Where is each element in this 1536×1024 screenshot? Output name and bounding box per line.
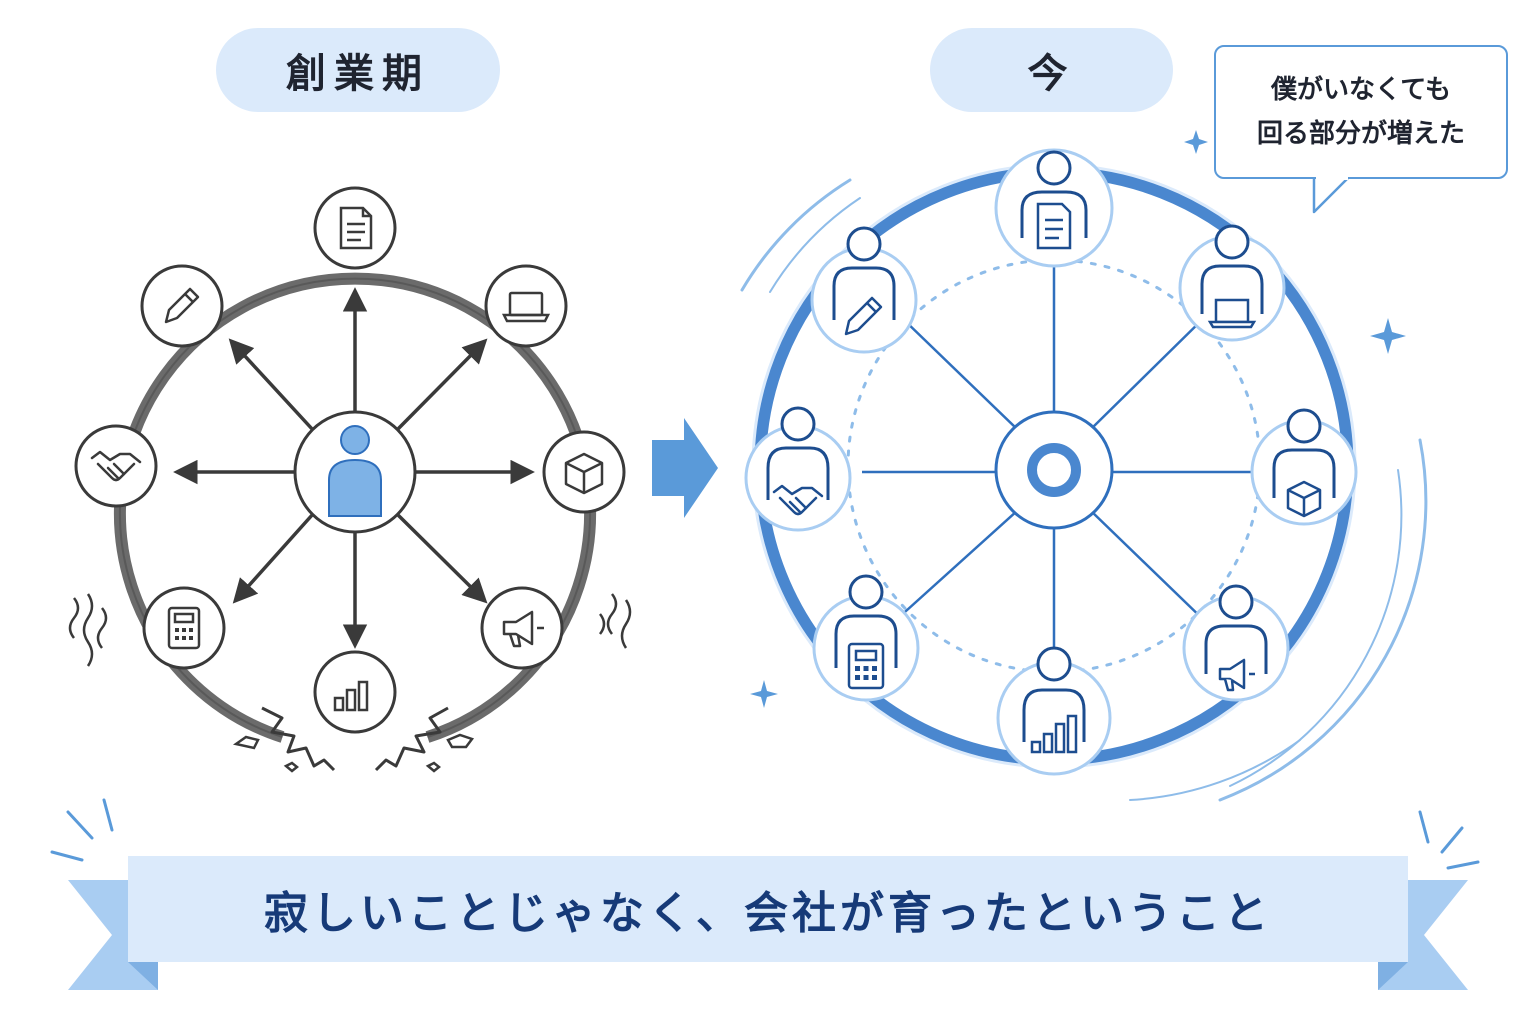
handshake-icon <box>772 484 824 516</box>
laptop-icon <box>1207 298 1257 329</box>
shake-lines-right <box>598 593 632 649</box>
banner-message: 寂しいことじゃなく、会社が育ったということ <box>264 888 1272 939</box>
left-node-calculator <box>142 586 226 670</box>
left-node-handshake <box>74 424 158 508</box>
team-node-laptop <box>1178 224 1286 342</box>
sparkle-lines-left <box>50 798 114 862</box>
hub-ring-icon <box>1027 443 1081 497</box>
shake-lines-left <box>68 593 108 667</box>
speech-bubble-tail <box>1312 174 1352 214</box>
team-node-calculator <box>812 574 920 702</box>
box-icon <box>564 452 604 495</box>
team-node-chart <box>996 646 1112 776</box>
pencil-icon <box>164 287 200 324</box>
box-icon <box>1286 480 1322 518</box>
person-icon <box>766 406 830 500</box>
hub-node <box>994 410 1114 530</box>
current-period-label: 今 <box>930 28 1173 112</box>
transition-arrow <box>652 418 718 518</box>
current-diagram <box>740 130 1428 802</box>
sparkle-icons <box>750 130 1406 708</box>
bar-chart-icon <box>333 680 369 712</box>
ribbon-banner <box>68 856 1468 990</box>
bar-chart-icon <box>1030 714 1078 754</box>
team-node-megaphone <box>1182 584 1290 702</box>
megaphone-icon <box>1218 658 1255 692</box>
spokes <box>862 242 1254 658</box>
left-node-chart <box>313 650 397 734</box>
left-node-laptop <box>484 264 568 348</box>
person-icon <box>1204 584 1268 674</box>
person-icon <box>1272 408 1336 498</box>
sparkle-lines-right <box>1418 810 1480 870</box>
team-node-handshake <box>744 406 852 532</box>
speech-bubble: 僕がいなくても 回る部分が増えた <box>1214 45 1508 179</box>
team-node-document <box>994 148 1114 268</box>
document-icon <box>1036 202 1072 250</box>
left-outer-ring <box>114 272 596 743</box>
left-node-pencil <box>140 264 224 348</box>
left-node-document <box>313 186 397 270</box>
pencil-icon <box>844 296 883 336</box>
founding-period-label: 創業期 <box>216 28 500 112</box>
left-node-megaphone <box>480 586 564 670</box>
ring-crack <box>261 706 336 772</box>
founder-person-icon <box>340 425 370 455</box>
founder-node <box>293 410 417 534</box>
document-icon <box>339 206 373 250</box>
megaphone-icon <box>502 610 544 648</box>
speech-bubble-line-1: 僕がいなくても <box>1271 75 1451 105</box>
left-node-box <box>542 430 626 514</box>
bubble-tail-joint <box>1316 174 1348 180</box>
calculator-icon <box>167 606 201 650</box>
speech-bubble-line-2: 回る部分が増えた <box>1256 119 1465 149</box>
team-node-pencil <box>810 226 918 354</box>
motion-swooshes <box>740 178 1428 802</box>
founding-period-diagram <box>68 186 632 773</box>
team-node-box <box>1250 408 1358 526</box>
laptop-icon <box>501 291 551 323</box>
delegation-arrows <box>173 287 535 649</box>
handshake-icon <box>90 450 142 482</box>
debris <box>232 733 475 773</box>
